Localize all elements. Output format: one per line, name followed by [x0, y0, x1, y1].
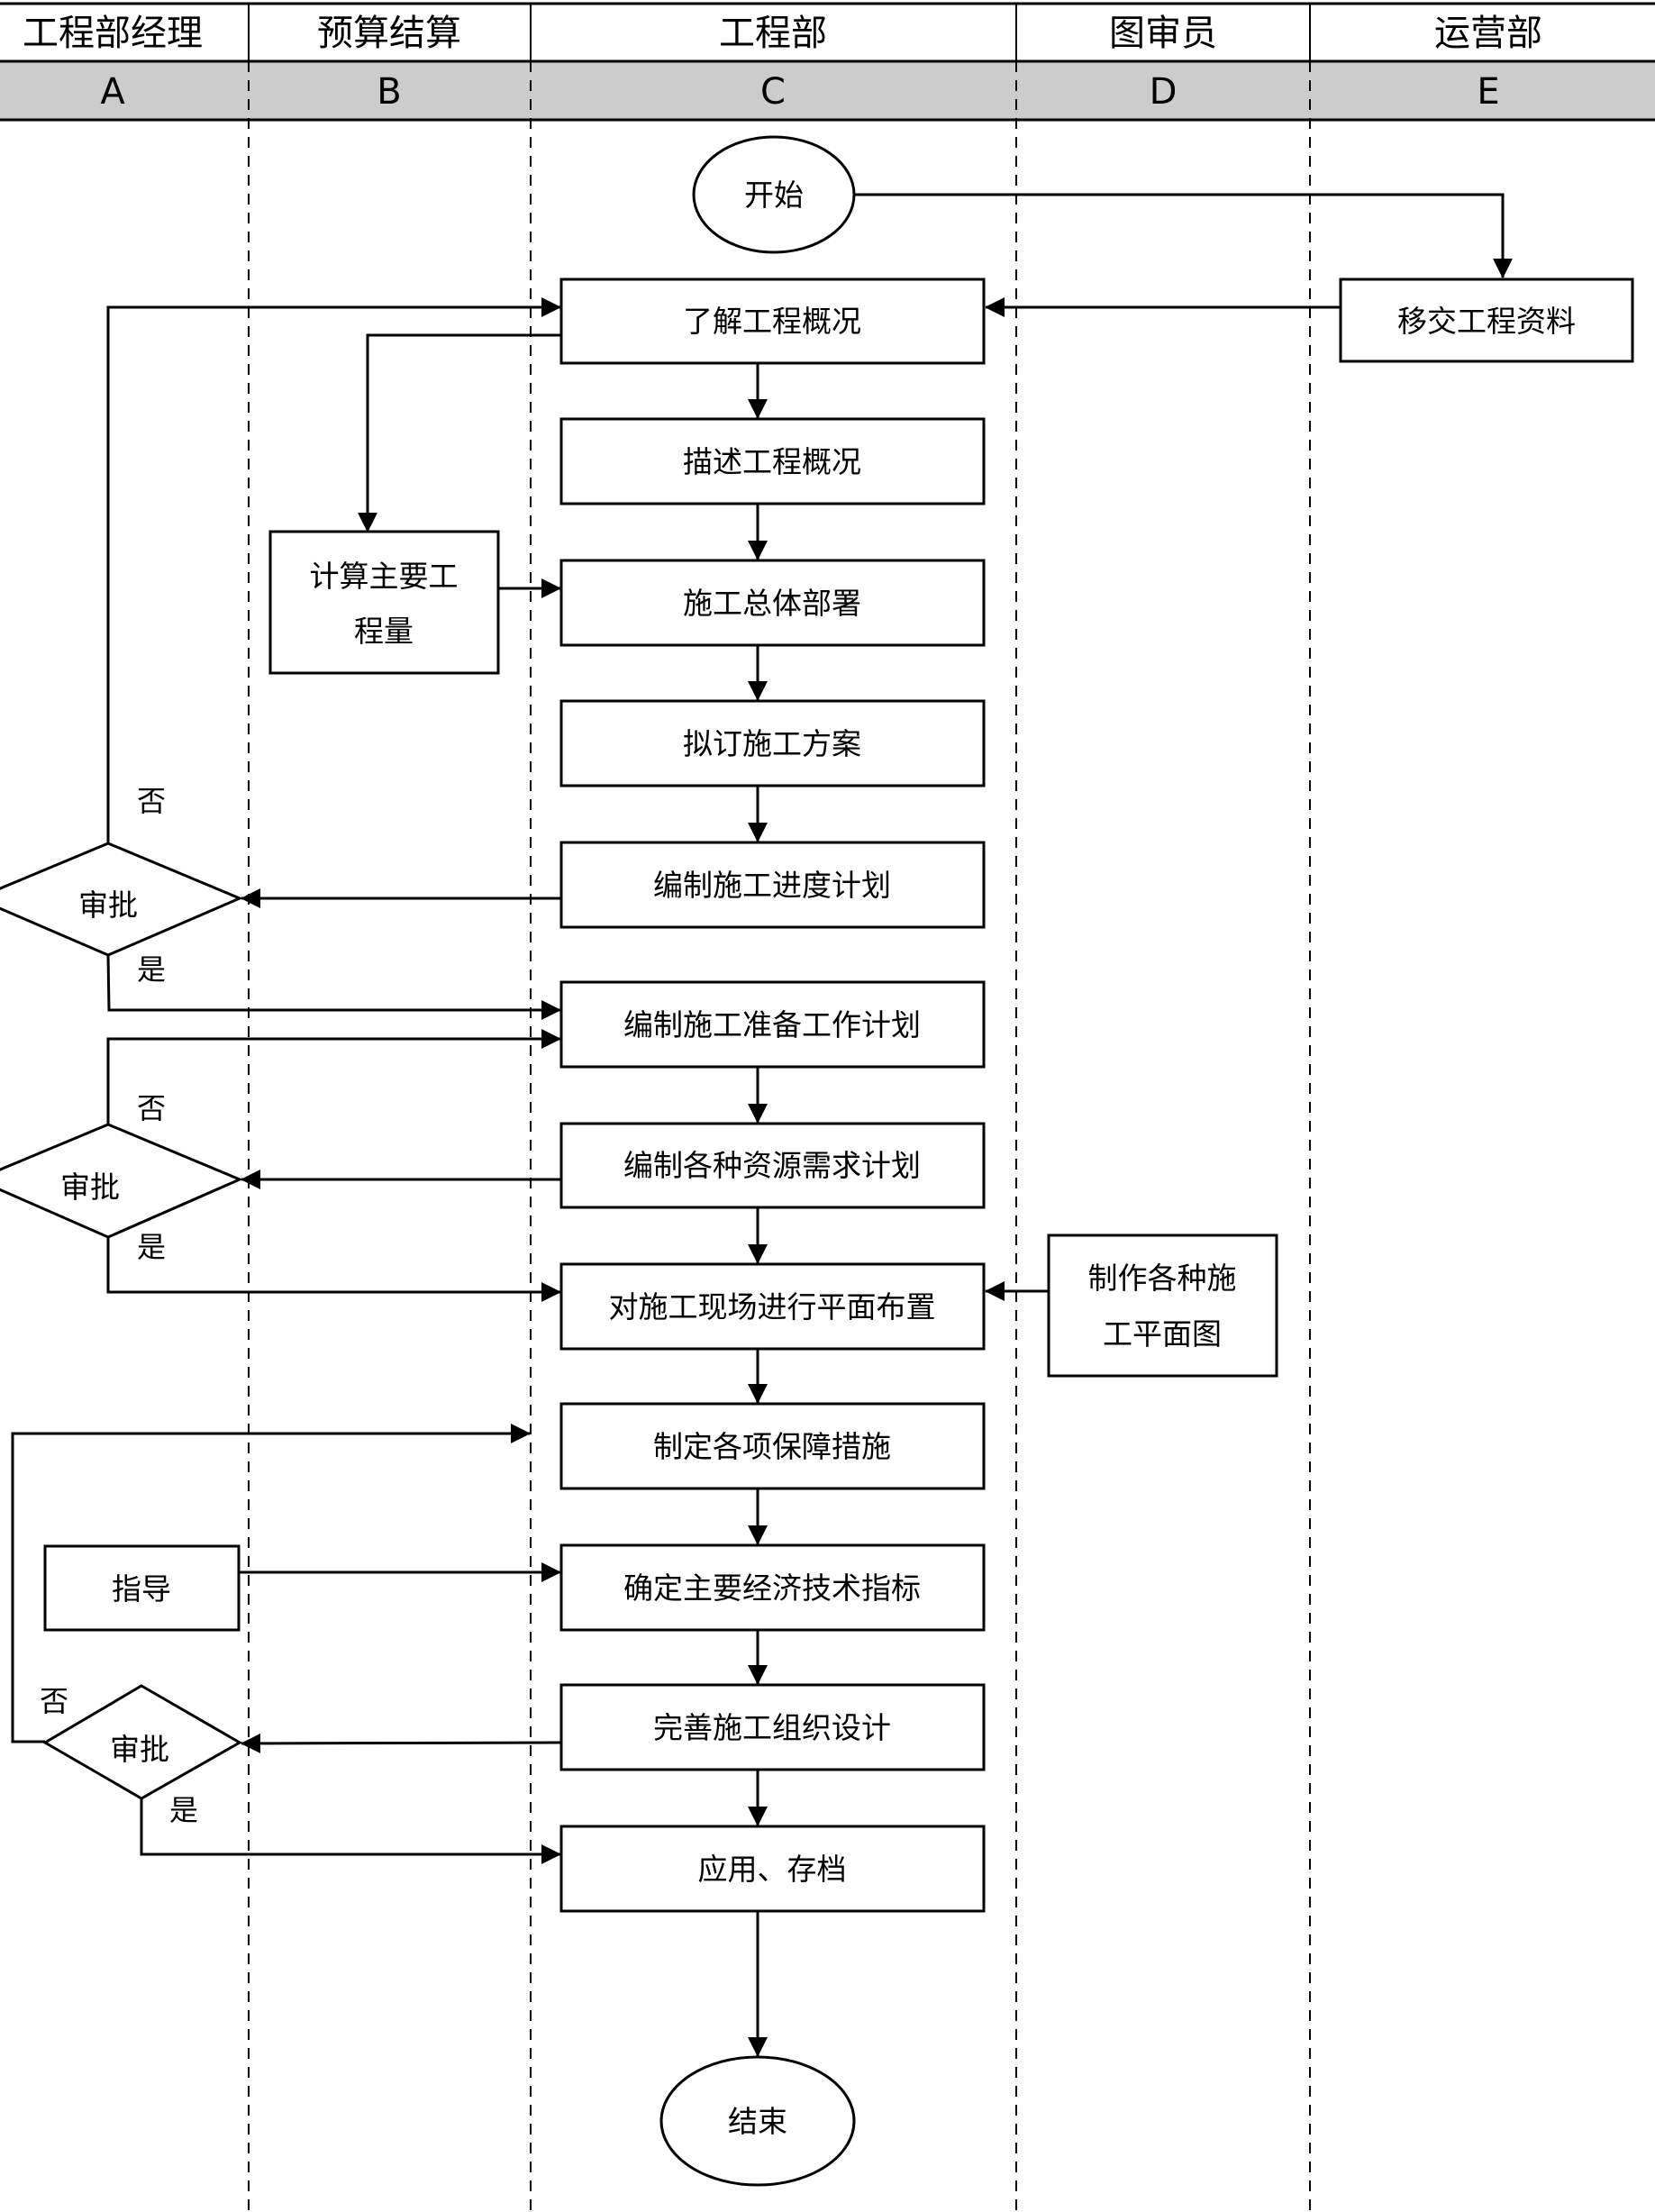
step-12: 应用、存档 [559, 1825, 986, 1913]
end-node: 结束 [659, 2055, 856, 2187]
lane-header: 工程部经理 预算结算 工程部 图审员 运营部 A B C D E [0, 2, 1655, 122]
calc-label-line1: 计算主要工 [310, 559, 459, 594]
arrow-step1-to-calc [358, 333, 561, 533]
arrow-decision3-no [11, 1424, 531, 1743]
guide-label: 指导 [112, 1571, 171, 1607]
decision-3: 审批 [42, 1684, 243, 1800]
arrow-decision1-yes [106, 954, 561, 1020]
no-label-1: 否 [137, 784, 166, 818]
yes-label-3: 是 [169, 1793, 198, 1827]
start-label: 开始 [744, 178, 804, 213]
step-2: 描述工程概况 [559, 417, 986, 505]
lane-title-b: 预算结算 [317, 13, 461, 54]
drawing-label-line1: 制作各种施 [1088, 1261, 1237, 1296]
step-label: 制定各项保障措施 [653, 1429, 891, 1464]
step-label: 编制各种资源需求计划 [623, 1148, 921, 1183]
step-9: 制定各项保障措施 [559, 1402, 986, 1490]
arrow-decision2-no [106, 1029, 561, 1124]
step-6: 编制施工准备工作计划 [559, 980, 986, 1069]
arrow-decision2-yes [106, 1237, 561, 1302]
step-8: 对施工现场进行平面布置 [559, 1262, 986, 1351]
step-label: 完善施工组织设计 [653, 1710, 891, 1745]
lane-code-a: A [100, 71, 125, 113]
drawing-label-line2: 工平面图 [1103, 1316, 1222, 1352]
step-label: 确定主要经济技术指标 [623, 1570, 921, 1606]
yes-label-1: 是 [137, 952, 166, 987]
lane-code-e: E [1477, 71, 1499, 113]
no-label-2: 否 [137, 1091, 166, 1125]
step-3: 施工总体部署 [559, 559, 986, 647]
yes-label-2: 是 [137, 1230, 166, 1264]
handover-label: 移交工程资料 [1397, 304, 1576, 339]
step-4: 拟订施工方案 [559, 699, 986, 787]
step-label: 应用、存档 [698, 1852, 847, 1887]
step-label: 施工总体部署 [683, 586, 861, 621]
decision-1: 审批 [0, 842, 243, 957]
handover-node: 移交工程资料 [1339, 278, 1634, 363]
arrow-decision1-no [106, 297, 561, 843]
lane-title-e: 运营部 [1434, 13, 1542, 54]
start-node: 开始 [692, 135, 856, 254]
step-label: 描述工程概况 [683, 444, 861, 479]
step-label: 拟订施工方案 [683, 726, 861, 761]
step-10: 确定主要经济技术指标 [559, 1543, 986, 1632]
decision-label: 审批 [60, 1170, 120, 1205]
decision-label: 审批 [78, 888, 138, 923]
lane-code-d: D [1150, 71, 1178, 113]
step-11: 完善施工组织设计 [559, 1683, 986, 1771]
arrow-decision3-yes [140, 1798, 561, 1864]
lane-title-a: 工程部经理 [23, 13, 203, 54]
lane-code-b: B [377, 71, 401, 113]
step-5: 编制施工进度计划 [559, 841, 986, 929]
connectors [11, 193, 1513, 2057]
lane-code-band [0, 61, 1655, 120]
step-label: 对施工现场进行平面布置 [609, 1289, 936, 1324]
decision-label: 审批 [110, 1732, 169, 1767]
end-label: 结束 [728, 2104, 787, 2139]
lane-title-d: 图审员 [1109, 13, 1217, 54]
step-label: 编制施工准备工作计划 [623, 1007, 921, 1042]
calc-label-line2: 程量 [354, 614, 414, 649]
lane-code-c: C [760, 71, 786, 113]
no-label-3: 否 [40, 1684, 68, 1718]
step-7: 编制各种资源需求计划 [559, 1122, 986, 1209]
decision-2: 审批 [0, 1123, 243, 1239]
drawing-node: 制作各种施 工平面图 [1047, 1233, 1278, 1378]
lane-title-c: 工程部 [719, 13, 827, 54]
calc-quantities-node: 计算主要工 程量 [268, 530, 500, 675]
arrow-start-to-handover [854, 193, 1513, 278]
guide-node: 指导 [43, 1544, 241, 1632]
step-label: 编制施工进度计划 [653, 868, 891, 903]
step-label: 了解工程概况 [683, 304, 861, 339]
step-1: 了解工程概况 [559, 278, 986, 365]
